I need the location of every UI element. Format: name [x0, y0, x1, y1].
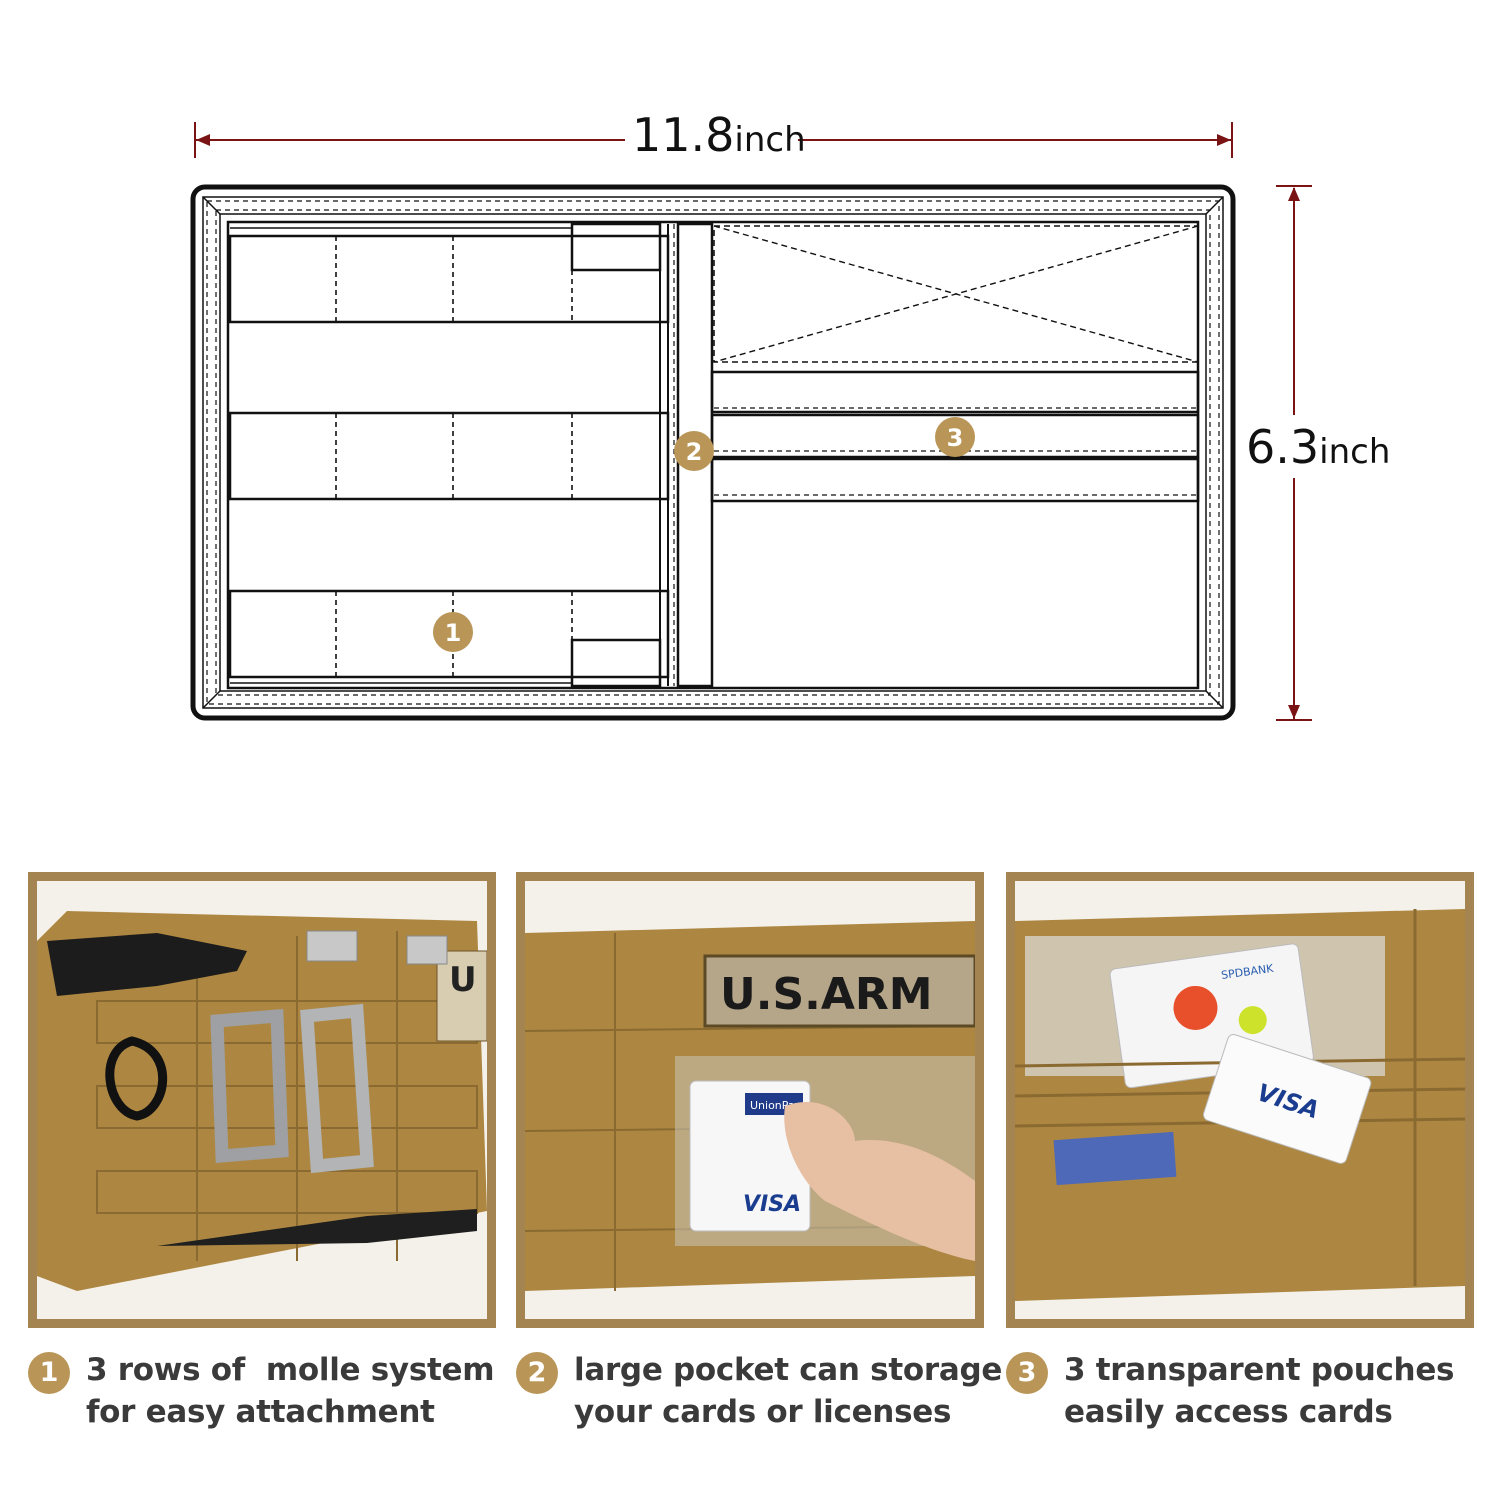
carabiner-icon — [105, 1036, 168, 1121]
feature-text-line2: easily access cards — [1064, 1394, 1393, 1430]
photo-large-pocket: U.S.ARM UnionPay VISA — [516, 872, 984, 1328]
callout-3: 3 — [935, 417, 975, 457]
callout-1: 1 — [433, 612, 473, 652]
feature-text-line1: 3 transparent pouches — [1064, 1352, 1455, 1388]
width-value: 11.8 — [632, 108, 735, 162]
callout-2: 2 — [674, 431, 714, 471]
width-label: 11.8inch — [632, 108, 806, 162]
feature-text-line1: 3 rows of molle system — [86, 1352, 495, 1388]
patch-text: U.S.ARM — [720, 969, 933, 1020]
feature-text-line1: large pocket can storage — [574, 1352, 1003, 1388]
height-dimension-line — [1276, 185, 1312, 721]
knife-icon — [47, 933, 247, 996]
organizer-outline — [190, 184, 1236, 721]
multitool-icon — [210, 1008, 289, 1164]
feature-number-badge: 3 — [1006, 1352, 1048, 1394]
height-label: 6.3inch — [1246, 420, 1390, 474]
height-unit: inch — [1319, 432, 1391, 472]
width-unit: inch — [734, 120, 806, 160]
feature-text-line2: for easy attachment — [86, 1394, 435, 1430]
tactical-pen-icon — [157, 1209, 477, 1246]
name-patch — [703, 954, 975, 1028]
photo-molle-tools: U — [28, 872, 496, 1328]
card-brand: VISA — [743, 1192, 801, 1217]
width-dimension-line — [194, 122, 1233, 158]
feature-number-badge: 1 — [28, 1352, 70, 1394]
organizer-diagram: 1 2 3 — [190, 122, 1312, 721]
photo-transparent-pouches: SPDBANK VISA — [1006, 872, 1474, 1328]
pouch-section — [710, 225, 1200, 503]
feature-text-line2: your cards or licenses — [574, 1394, 952, 1430]
hand-icon — [784, 1101, 975, 1261]
multitool-icon — [300, 1003, 374, 1174]
feature-number-badge: 2 — [516, 1352, 558, 1394]
callout-1-number: 1 — [445, 619, 462, 647]
patch-text: U — [449, 960, 477, 1000]
callout-3-number: 3 — [947, 424, 964, 452]
height-value: 6.3 — [1246, 420, 1320, 474]
credit-card-icon — [1202, 1034, 1372, 1164]
molle-section — [228, 222, 670, 688]
callout-2-number: 2 — [686, 438, 703, 466]
